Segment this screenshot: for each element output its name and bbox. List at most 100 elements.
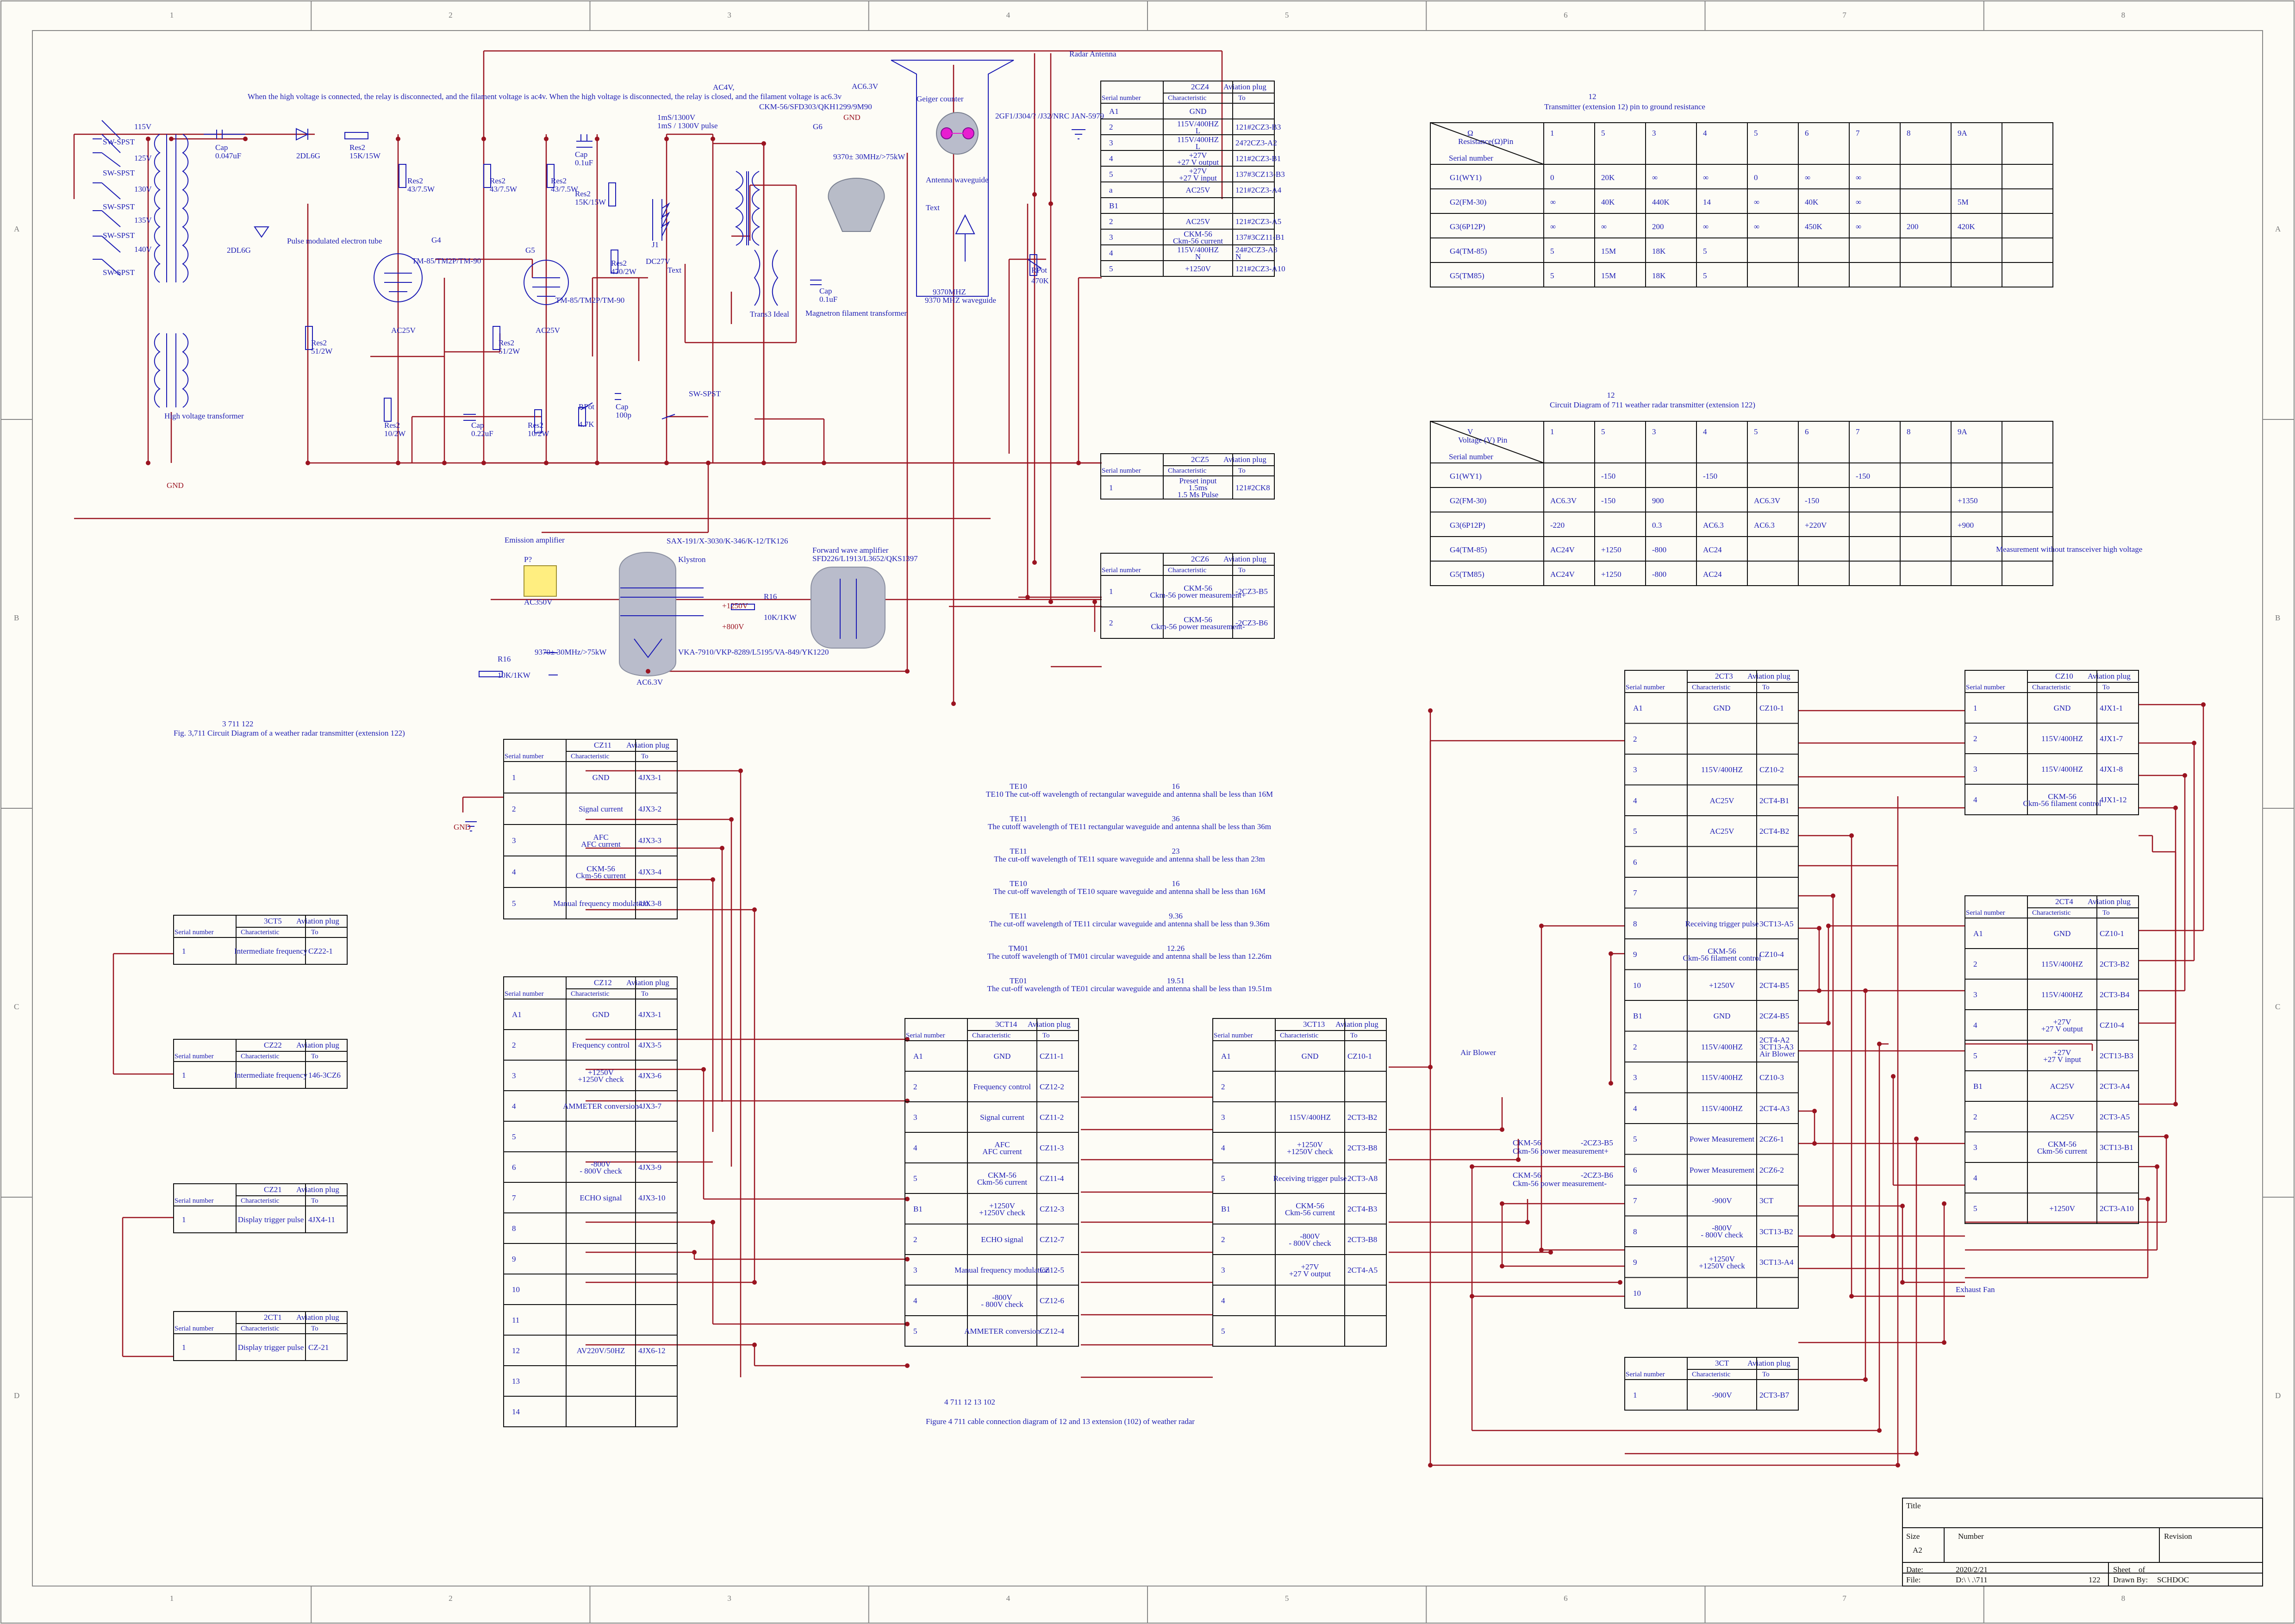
number-label: Number (1958, 1532, 1984, 1541)
plug-characteristic: Ckm-56 current (575, 871, 626, 880)
junction-dot (146, 461, 150, 465)
plug-to: CZ11-2 (1040, 1113, 1064, 1122)
plug-characteristic: +27V (1189, 150, 1207, 160)
plug-to: 121#2CZ3-A5 (1235, 217, 1282, 226)
plug-header-to: To (2102, 909, 2110, 917)
plug-to: 24?2CZ3-A2 (1235, 138, 1277, 147)
plug-to: 2CT3-B2 (2100, 960, 2130, 968)
plug-header-serial: Serial number (1626, 684, 1665, 691)
table-pin-header: 1 (1550, 427, 1554, 436)
plug-cz21-name: CZ21 (264, 1185, 282, 1194)
plug-characteristic: Ckm-56 power measurement- (1151, 622, 1245, 631)
schematic-label: Antenna waveguide (926, 175, 989, 184)
plug-2ct3-name: 2CT3 (1715, 672, 1733, 681)
plug-serial: B1 (913, 1205, 923, 1213)
plug-to: 4JX3-5 (638, 1041, 662, 1049)
frame-row-label: A (14, 225, 20, 233)
plug-serial: 14 (512, 1407, 520, 1416)
plug-characteristic: +1250V (1297, 1140, 1323, 1149)
schematic-label: -2CZ3-B5 (1581, 1138, 1613, 1147)
schematic-label: SW-SPST (103, 202, 135, 211)
plug-characteristic: Preset input (1179, 476, 1217, 485)
junction-dot (1609, 1081, 1613, 1086)
junction-dot (752, 907, 757, 912)
plug-serial: 4 (512, 868, 516, 876)
schematic-label: 9370± 30MHz/>75kW (535, 648, 607, 656)
plug-characteristic: Display trigger pulse (237, 1215, 304, 1224)
plug-characteristic: Frequency control (572, 1041, 630, 1049)
plug-serial: 10 (1633, 981, 1641, 990)
table-cell: AC24 (1703, 545, 1722, 554)
junction-dot (752, 1343, 757, 1347)
plug-to: 121#2CK8 (1235, 483, 1270, 492)
plug-characteristic: CKM-56 (1184, 583, 1212, 593)
junction-dot (646, 669, 650, 674)
component-symbol (182, 333, 189, 408)
component-symbol (101, 236, 121, 253)
plug-header-characteristic: Characteristic (241, 929, 280, 936)
klystron-electrodes (620, 587, 704, 658)
table-pin-header: 6 (1805, 129, 1809, 137)
plug-characteristic: CKM-56 (2048, 792, 2077, 801)
table-cell: -150 (1601, 472, 1616, 481)
schematic-label: Res2 (499, 338, 514, 347)
plug-to: 2CT3-B8 (1347, 1143, 1378, 1152)
schematic-label: Res2 (551, 176, 567, 185)
junction-dot (1092, 600, 1097, 604)
plug-characteristic: +1250V check (1699, 1261, 1745, 1270)
table-corner-diagonal (1430, 122, 1544, 165)
junction-dots (146, 137, 2206, 1468)
plug-characteristic: GND (993, 1052, 1011, 1061)
junction-dot (306, 461, 310, 465)
frame-column-label: 8 (2121, 1594, 2126, 1603)
schematic-label: 4 711 12 13 102 (944, 1398, 995, 1406)
plug-characteristic: 115V/400HZ (1701, 1104, 1743, 1113)
frame-column-label: 3 (727, 11, 731, 19)
plug-to: 2CT4-A5 (1347, 1266, 1378, 1274)
plug-header-characteristic: Characteristic (571, 753, 610, 760)
tables (173, 81, 2263, 1587)
plug-characteristic: 115V/400HZ (2041, 734, 2083, 743)
junction-dot (1609, 951, 1613, 956)
schematic-label: Text (926, 203, 940, 212)
schematic-label: J1 (652, 240, 659, 249)
table-pin-header: 3 (1652, 129, 1656, 137)
plug-characteristic: L (1195, 142, 1201, 151)
plug-to: 3CT (1759, 1196, 1774, 1206)
plug-header-serial: Serial number (1626, 1371, 1665, 1378)
plug-characteristic: - 800V check (1289, 1238, 1331, 1248)
wg-note-line: TE10 The cut-off wavelength of rectangul… (985, 790, 1273, 799)
plug-to: 3CT13-B1 (2100, 1143, 2133, 1152)
plug-characteristic: ECHO signal (580, 1193, 622, 1202)
table-cell: AC24 (1703, 570, 1722, 579)
table-cell: -800 (1652, 570, 1667, 579)
frame-column-label: 4 (1006, 1594, 1010, 1603)
plug-serial: 5 (1973, 1051, 1977, 1060)
plug-characteristic: -800V (591, 1159, 611, 1168)
schematic-label: 135V (134, 216, 152, 225)
plug-characteristic: +1250V check (578, 1074, 624, 1084)
plug-characteristic: +1250V (588, 1068, 614, 1077)
table-cell: 5 (1703, 271, 1707, 280)
wg-note-value: 23 (1172, 847, 1180, 856)
plug-characteristic: Ckm-56 power measurement+ (1150, 590, 1246, 600)
schematic-label: 115V (134, 122, 152, 131)
schematic-label: 10/2W (528, 429, 549, 438)
table-cell: 5M (1958, 198, 1969, 206)
plug-to: CZ11-1 (1040, 1052, 1064, 1061)
plug-serial: 4 (1973, 1021, 1977, 1030)
table-pin-header: 4 (1703, 129, 1707, 137)
plug-2ct1-name: 2CT1 (264, 1313, 282, 1322)
schematic-label: 0.1uF (819, 295, 838, 304)
plug-characteristic: +1250V (1709, 1254, 1735, 1263)
junction-dot (396, 137, 400, 141)
plug-3ct13-name: 3CT13 (1303, 1020, 1325, 1029)
plug-to: 2CT3-B7 (1759, 1391, 1790, 1399)
plug-to: CZ10-4 (1759, 950, 1784, 959)
plug-characteristic: +1250V (2049, 1204, 2075, 1213)
plug-characteristic: 115V/400HZ (2041, 960, 2083, 968)
schematic-label: -2CZ3-B6 (1581, 1171, 1613, 1180)
junction-dot (2201, 702, 2206, 707)
plug-serial: 1 (1633, 1391, 1637, 1399)
plug-characteristic: +1250V check (979, 1208, 1025, 1217)
